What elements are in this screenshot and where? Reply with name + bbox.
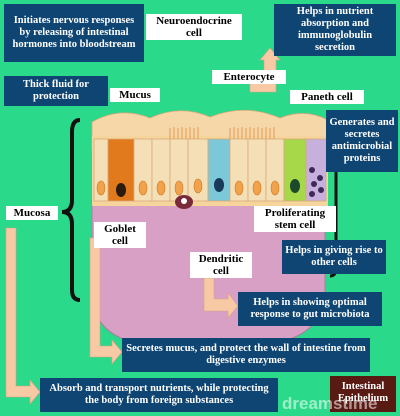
neuroendocrine-nucleus xyxy=(214,178,224,192)
enterocyte-label: Enterocyte xyxy=(212,70,286,84)
dendritic-cell xyxy=(175,195,193,209)
proliferating-label: Proliferating stem cell xyxy=(254,206,336,232)
neuroendocrine-label: Neuroendocrine cell xyxy=(146,14,242,40)
dendritic-function-box: Helps in showing optimal response to gut… xyxy=(238,292,382,326)
cell-nuclei xyxy=(96,178,280,196)
title-line-1: Intestinal xyxy=(341,381,385,392)
goblet-label: Goblet cell xyxy=(94,222,146,248)
neuroendocrine-function-box: Initiates nervous responses by releasing… xyxy=(4,4,144,62)
dendritic-label: Dendritic cell xyxy=(190,252,252,278)
paneth-label: Paneth cell xyxy=(290,90,364,104)
stem-cell-nucleus xyxy=(290,179,300,193)
proliferating-function-box: Helps in giving rise to other cells xyxy=(282,240,386,274)
mucus-function-box: Thick fluid for protection xyxy=(4,76,108,106)
mucosa-label: Mucosa xyxy=(6,206,58,220)
title-badge: Intestinal Epithelium xyxy=(330,376,396,412)
epithelial-cells xyxy=(93,138,327,202)
goblet-function-box: Secretes mucus, and protect the wall of … xyxy=(122,338,370,372)
enterocyte-function-box: Helps in nutrient absorption and immunog… xyxy=(274,4,396,56)
mucus-label: Mucus xyxy=(110,88,160,102)
title-line-2: Epithelium xyxy=(337,393,389,404)
microvilli xyxy=(169,127,275,139)
goblet-nucleus xyxy=(116,183,126,197)
paneth-granules xyxy=(309,167,324,197)
watermark: dreamstime xyxy=(282,394,378,413)
mucosa-function-box: Absorb and transport nutrients, while pr… xyxy=(40,378,278,412)
mucosa-bracket xyxy=(61,118,81,302)
paneth-function-box: Generates and secretes antimicrobial pro… xyxy=(326,110,398,172)
